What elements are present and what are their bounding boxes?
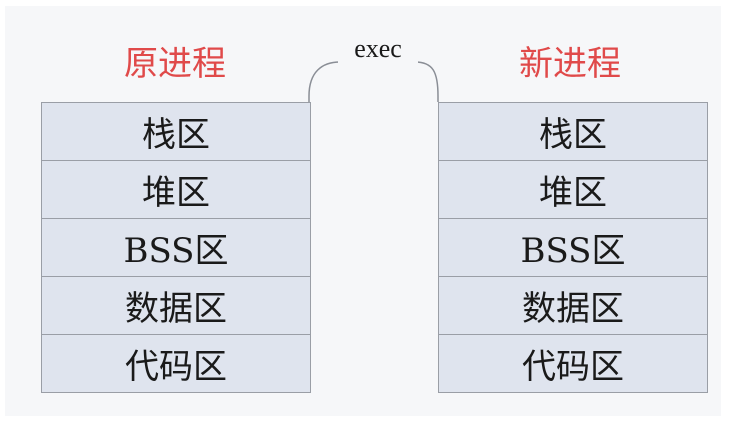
new-process-title: 新进程 [519,44,621,84]
new-segment-heap: 堆区 [439,161,707,219]
new-segment-code: 代码区 [439,335,707,393]
original-segment-heap: 堆区 [42,161,310,219]
original-segment-stack: 栈区 [42,103,310,161]
original-process-title: 原进程 [124,44,226,84]
new-segment-bss: BSS区 [439,219,707,277]
new-process-memory: 栈区 堆区 BSS区 数据区 代码区 [438,102,708,393]
original-segment-code: 代码区 [42,335,310,393]
original-process-memory: 栈区 堆区 BSS区 数据区 代码区 [41,102,311,393]
exec-label: exec [338,34,418,64]
new-segment-stack: 栈区 [439,103,707,161]
new-segment-data: 数据区 [439,277,707,335]
exec-arc-path [308,61,439,102]
original-segment-data: 数据区 [42,277,310,335]
original-segment-bss: BSS区 [42,219,310,277]
